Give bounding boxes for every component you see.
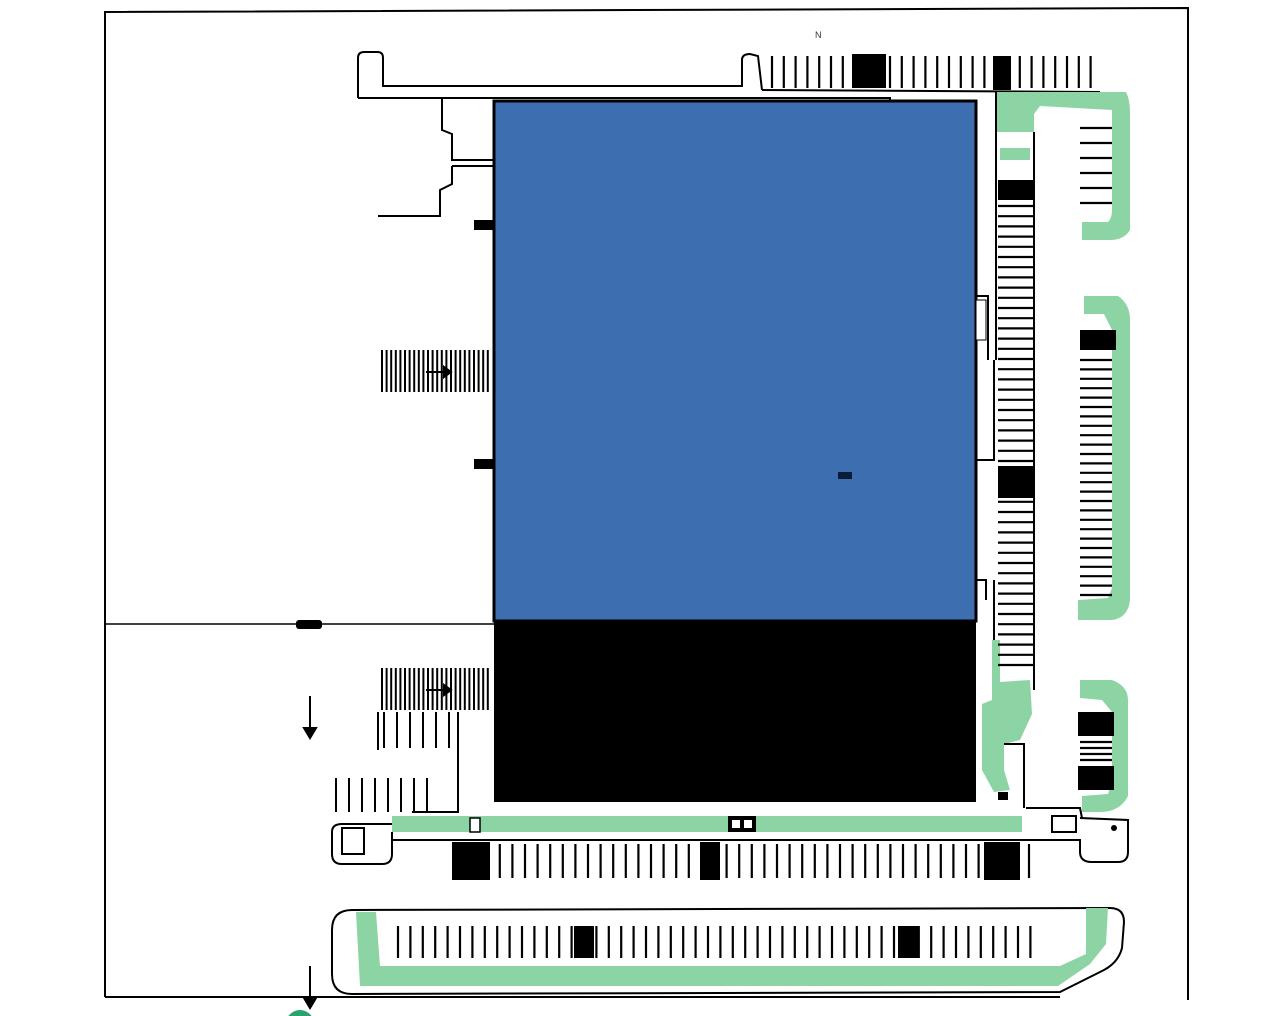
south-parking-stalls <box>460 844 1031 878</box>
west-parking-stalls <box>335 712 450 812</box>
south-door-inner <box>744 820 752 828</box>
west-stair-lower <box>381 668 489 710</box>
south-island-landscape <box>356 908 1108 986</box>
north-label: N <box>815 30 822 40</box>
west-lot-outline <box>377 712 459 813</box>
south-accessible-stall <box>700 842 720 880</box>
island-parking-stalls <box>396 926 1032 958</box>
east-door <box>975 299 987 341</box>
far-east-accessible-stall <box>1080 330 1116 350</box>
direction-arrow <box>302 696 318 1010</box>
south-island-outline <box>331 906 1126 996</box>
boundary-gate <box>296 620 322 629</box>
south-accessible-stall <box>452 842 490 880</box>
entrance-marker <box>288 1010 312 1016</box>
building-warehouse <box>494 620 976 802</box>
far-east-accessible-stall <box>1078 766 1114 790</box>
building-office <box>492 99 978 623</box>
far-east-parking-stalls <box>1080 126 1112 762</box>
far-east-accessible-stall <box>1078 712 1114 736</box>
north-accessible-stall <box>993 56 1011 90</box>
west-outline <box>378 98 494 217</box>
north-accessible-stall <box>852 54 886 88</box>
east-landscape <box>982 92 1130 812</box>
stair-arrows <box>426 365 453 697</box>
island-accessible-stall <box>898 926 918 958</box>
utility-marker <box>1111 825 1117 831</box>
west-stair-upper <box>381 350 489 392</box>
west-door <box>474 459 494 469</box>
top-curb <box>357 51 1101 104</box>
east-parking-stalls <box>998 204 1034 667</box>
south-accessible-stall <box>984 842 1020 880</box>
north-parking-stalls <box>770 56 1092 88</box>
west-door <box>474 220 494 230</box>
east-accessible-stall <box>998 180 1034 200</box>
south-door-inner <box>732 820 740 828</box>
interior-marker <box>838 472 852 479</box>
south-landscape-strip <box>392 816 1022 832</box>
corner-marker <box>998 792 1008 800</box>
south-column <box>469 817 481 833</box>
east-accessible-stall <box>998 466 1034 498</box>
island-accessible-stall <box>574 926 594 958</box>
south-curb <box>331 807 1129 865</box>
